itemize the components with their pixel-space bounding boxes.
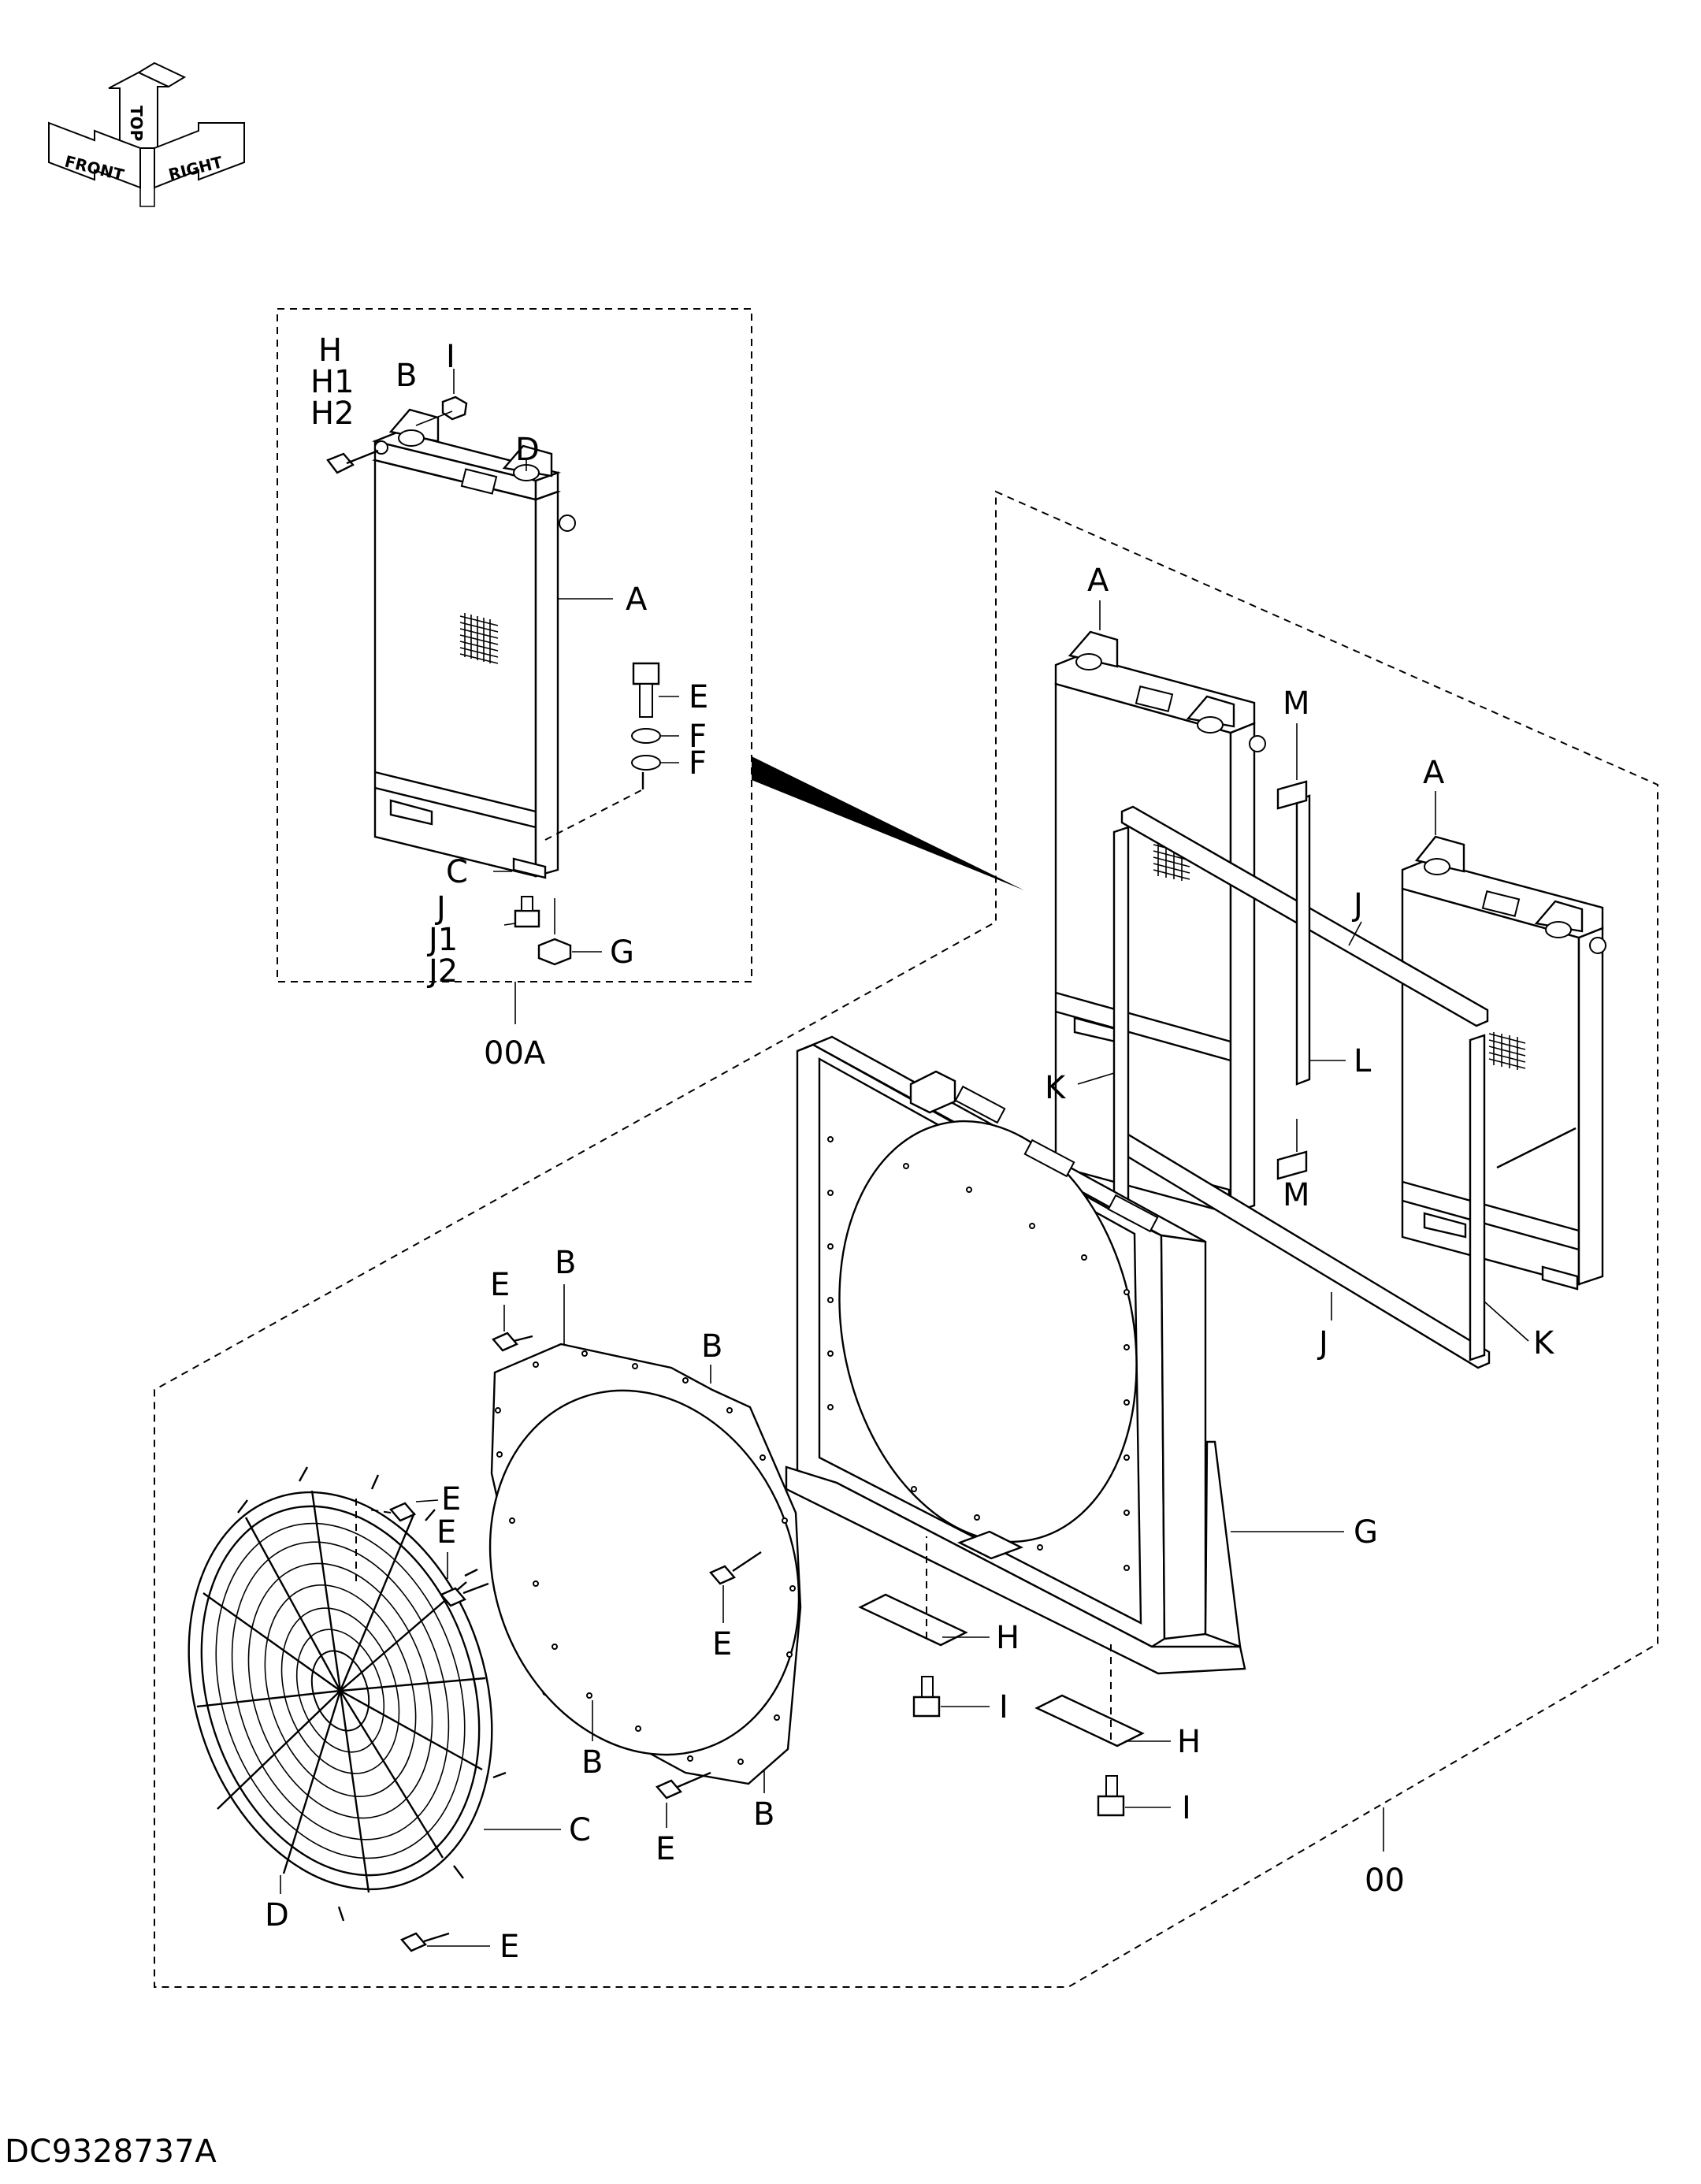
label-g-shroud: G <box>1354 1514 1378 1551</box>
label-k-left: K <box>1045 1070 1067 1106</box>
core-mesh-right <box>1488 1032 1526 1070</box>
ring-plate: E B B E B B E <box>488 1245 802 1867</box>
subassembly-00a: H H1 H2 B I D A E F F C J J1 J2 G 00A <box>277 308 1024 1072</box>
guard-spokes <box>196 1490 486 1893</box>
label-h-right: H <box>1177 1724 1201 1760</box>
label-00: 00 <box>1365 1863 1405 1899</box>
label-i-left: I <box>999 1689 1008 1725</box>
seal-m-top <box>1276 780 1308 810</box>
label-h: H <box>318 332 342 369</box>
label-e-guard-bottom: E <box>500 1929 519 1965</box>
label-g: G <box>610 934 634 971</box>
label-f-1: F <box>689 719 707 755</box>
bolt-h <box>326 449 379 474</box>
washer-f-1 <box>631 728 661 744</box>
orientation-top-label: TOP <box>127 106 146 141</box>
fan-guard: E E C D E <box>188 1466 591 1965</box>
orientation-icon: FRONT TOP RIGHT <box>48 61 245 207</box>
nut-g <box>537 938 572 966</box>
label-a-left: A <box>1087 563 1109 599</box>
bolt-i-left <box>912 1676 941 1718</box>
label-h1: H1 <box>310 364 355 400</box>
label-m-top: M <box>1283 685 1310 722</box>
label-h2: H2 <box>310 396 355 432</box>
label-00a: 00A <box>484 1035 546 1072</box>
label-a-right: A <box>1423 755 1445 791</box>
label-e-ring-top: E <box>490 1267 510 1303</box>
bolt-e-guard-top <box>368 1502 416 1522</box>
bolt-j <box>514 896 540 928</box>
label-b: B <box>396 358 417 394</box>
bolt-e-ring-center <box>709 1551 762 1585</box>
label-e-ring-center: E <box>712 1626 732 1662</box>
label-j-top: J <box>1351 887 1363 923</box>
label-d-guard: D <box>265 1897 289 1933</box>
shroud-holes <box>827 1136 1130 1571</box>
bolt-e-guard-left <box>440 1582 489 1607</box>
label-c-guard: C <box>569 1812 591 1848</box>
label-b-ring-right: B <box>701 1328 722 1365</box>
seal-l <box>1295 794 1311 1086</box>
document-code: DC9328737A <box>5 2134 217 2170</box>
label-b-ring-bottom-left: B <box>581 1744 603 1781</box>
seal-k-left <box>1112 826 1130 1224</box>
bolt-i-right <box>1097 1775 1125 1817</box>
radiator-pair: A A M J L K M J K <box>1045 563 1606 1369</box>
bolt-e-ring-top <box>492 1332 533 1352</box>
label-b-ring-top: B <box>555 1245 576 1281</box>
core-mesh-detail <box>459 613 499 664</box>
plate-h-right <box>1034 1694 1145 1748</box>
label-f-2: F <box>689 745 707 782</box>
ring-holes <box>495 1350 796 1765</box>
nut-i <box>441 396 468 421</box>
label-d: D <box>515 432 540 468</box>
label-e-ring-bottom: E <box>656 1831 675 1867</box>
label-j1: J1 <box>426 922 458 958</box>
seal-k-right <box>1469 1034 1486 1361</box>
label-k-right: K <box>1533 1325 1555 1361</box>
bolt-e-guard-bottom <box>400 1932 450 1952</box>
label-b-ring-bottom-right: B <box>753 1796 774 1833</box>
bolt-e-ring-bottom <box>656 1771 711 1800</box>
label-c: C <box>446 854 468 890</box>
label-i-right: I <box>1182 1790 1191 1826</box>
label-e-guard-left: E <box>436 1514 456 1551</box>
label-e: E <box>689 679 708 715</box>
bolt-e <box>632 662 660 718</box>
plate-h-left <box>858 1593 968 1647</box>
main-assembly-00: 00 <box>154 490 1658 1988</box>
label-h-left: H <box>996 1620 1019 1656</box>
label-e-guard-top: E <box>441 1481 461 1517</box>
label-l: L <box>1354 1043 1372 1079</box>
seal-m-bottom <box>1276 1150 1308 1180</box>
label-j2: J2 <box>426 953 458 990</box>
label-j-bottom: J <box>1317 1325 1328 1361</box>
label-m-bottom: M <box>1283 1177 1310 1213</box>
washer-f-2 <box>631 755 661 771</box>
label-i: I <box>446 339 455 375</box>
label-a: A <box>626 581 648 618</box>
fan-shroud: G H I H I <box>785 1035 1378 1826</box>
label-j: J <box>434 890 446 927</box>
